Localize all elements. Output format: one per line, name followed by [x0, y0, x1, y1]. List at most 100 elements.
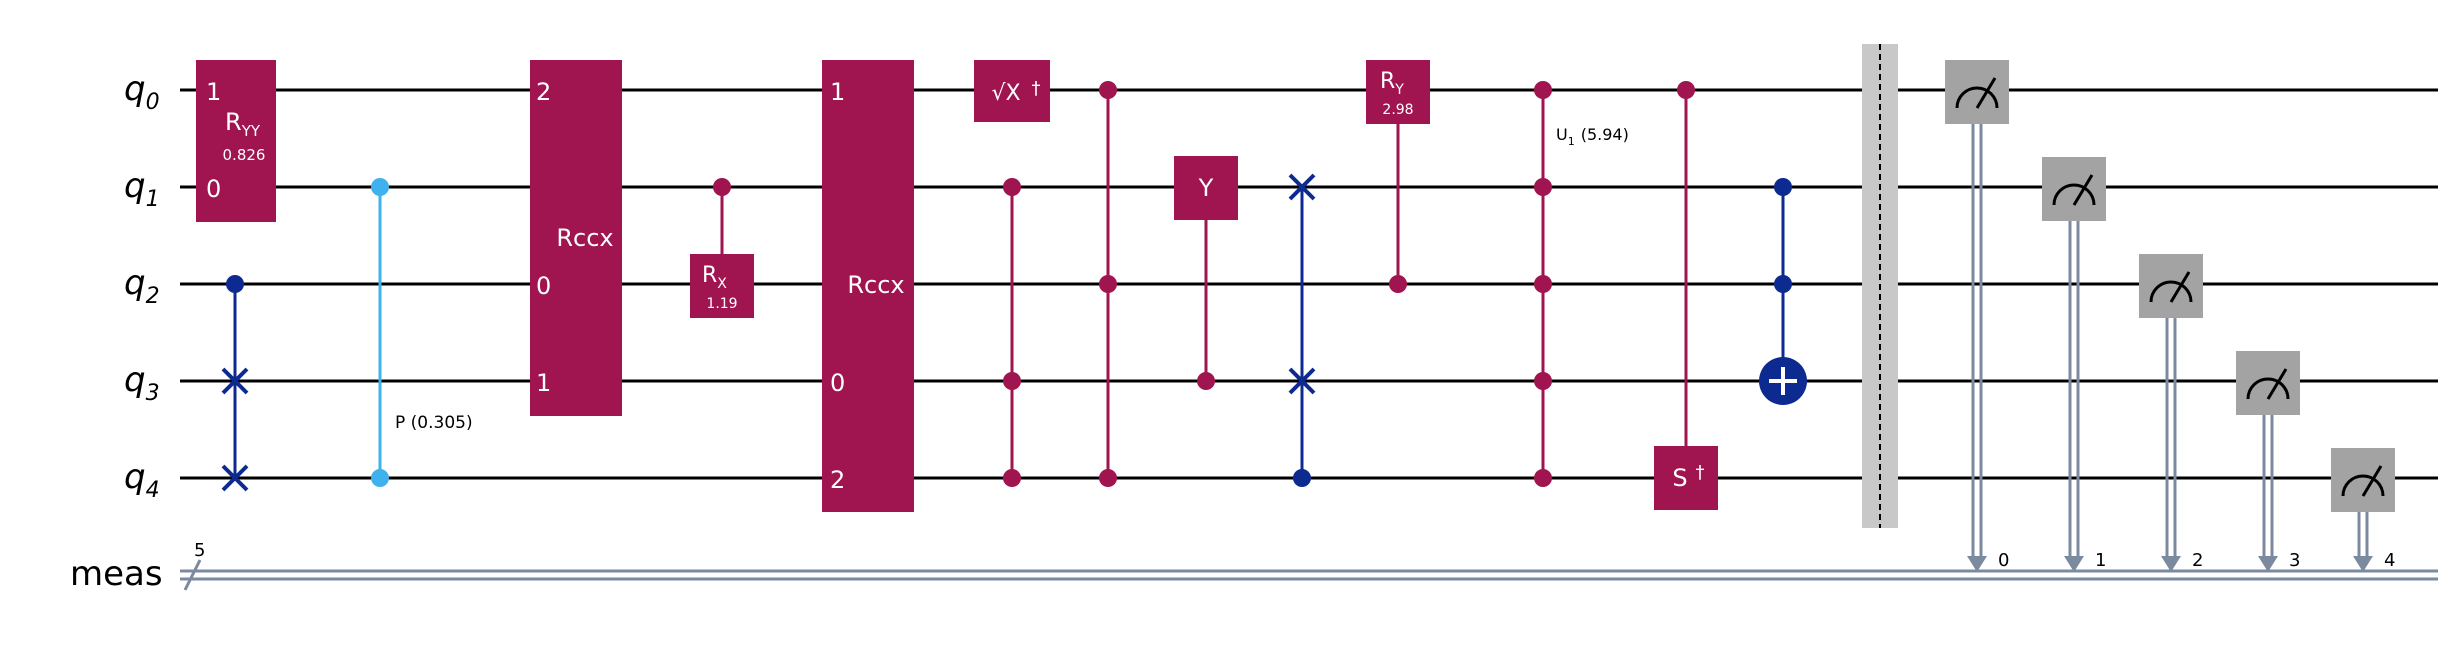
cry-control-dot [1389, 275, 1407, 293]
measure-3[interactable]: 3 [2236, 351, 2300, 572]
measure-3-arrow [2258, 556, 2278, 572]
mcz-dot-q2 [1099, 275, 1117, 293]
mcu1-dot-q0 [1534, 81, 1552, 99]
meter-icon [2149, 280, 2193, 303]
meter-needle-icon [1975, 77, 1997, 109]
ccz-dot-q1 [1003, 178, 1021, 196]
measure-0-arrow [1967, 556, 1987, 572]
ryy-pin-bottom: 0 [206, 175, 221, 203]
cy-label: Y [1198, 174, 1214, 202]
rccx1-pin-q0: 2 [536, 78, 551, 106]
csdg-label: S [1672, 464, 1687, 492]
cphase-gate[interactable]: P (0.305) [371, 178, 473, 487]
qubit-label-3: q3 [124, 360, 160, 406]
meter-needle-icon [2361, 465, 2383, 497]
measure-4-box [2331, 448, 2395, 512]
crx-gate[interactable]: RX 1.19 [690, 178, 754, 318]
ryy-pin-top: 1 [206, 78, 221, 106]
rccx1-pin-q3: 1 [536, 369, 551, 397]
crx-param: 1.19 [706, 296, 737, 312]
meter-icon [2341, 474, 2385, 497]
qubit-label-4: q4 [124, 457, 160, 503]
sxdg-gate[interactable]: √X † [974, 60, 1050, 122]
toffoli-plus [1769, 367, 1797, 395]
cswap-x-q1 [1288, 173, 1316, 201]
mcz-dot-q0 [1099, 81, 1117, 99]
measure-2-box [2139, 254, 2203, 318]
measure-1-arrow [2064, 556, 2084, 572]
cy-box [1174, 156, 1238, 220]
swap-x-q3 [221, 367, 249, 395]
bundle-slash [183, 559, 202, 591]
ccz-dot-q4 [1003, 469, 1021, 487]
ccz-dot-q3 [1003, 372, 1021, 390]
measure-4[interactable]: 4 [2331, 448, 2395, 572]
sxdg-dagger: † [1032, 78, 1041, 99]
toffoli-gate[interactable] [1759, 178, 1807, 405]
cy-control-dot [1197, 372, 1215, 390]
classical-label: meas [70, 554, 163, 594]
swap-control-dot [226, 275, 244, 293]
mcu1-dot-q3 [1534, 372, 1552, 390]
toffoli-dot-q1 [1774, 178, 1792, 196]
cy-gate[interactable]: Y [1174, 156, 1238, 390]
csdg-box [1654, 446, 1718, 510]
csdg-dagger: † [1696, 462, 1705, 483]
mcu1-label: U1(5.94) [1556, 125, 1629, 148]
sxdg-box [974, 60, 1050, 122]
mcu1-dot-q2 [1534, 275, 1552, 293]
rccx2-label: Rccx [847, 271, 904, 299]
measure-0-bit: 0 [1998, 550, 2009, 571]
meter-needle-icon [2169, 271, 2191, 303]
cphase-label: P (0.305) [395, 413, 473, 433]
rccx-gate-2[interactable]: 1 0 2 Rccx [822, 60, 914, 512]
meter-icon [1955, 86, 1999, 109]
toffoli-dot-q2 [1774, 275, 1792, 293]
qubit-label-1: q1 [124, 166, 160, 212]
qubit-label-2: q2 [124, 263, 160, 309]
meter-icon [2052, 183, 2096, 206]
barrier [1862, 44, 1898, 528]
measure-3-box [2236, 351, 2300, 415]
measure-4-bit: 4 [2384, 550, 2395, 571]
ccz-gate[interactable] [1003, 178, 1021, 487]
rccx2-pin-q4: 2 [830, 466, 845, 494]
cry-label: RY [1380, 69, 1404, 98]
swap-gate-q2-q4[interactable] [221, 275, 249, 492]
crx-box [690, 254, 754, 318]
ryy-param: 0.826 [223, 146, 266, 164]
mcu1-gate[interactable]: U1(5.94) [1534, 81, 1629, 487]
rccx2-pin-q0: 1 [830, 78, 845, 106]
measure-0-box [1945, 60, 2009, 124]
mcu1-dot-q4 [1534, 469, 1552, 487]
measure-2[interactable]: 2 [2139, 254, 2203, 572]
swap-x-q4 [221, 464, 249, 492]
mcz-dot-q4 [1099, 469, 1117, 487]
mcu1-dot-q1 [1534, 178, 1552, 196]
qubit-label-0: q0 [124, 69, 160, 115]
classical-register: 5 [180, 540, 2438, 591]
measure-1-bit: 1 [2095, 550, 2106, 571]
measure-2-bit: 2 [2192, 550, 2203, 571]
meter-needle-icon [2072, 174, 2094, 206]
sxdg-label: √X [991, 81, 1020, 106]
meter-needle-icon [2266, 368, 2288, 400]
measure-2-arrow [2161, 556, 2181, 572]
cswap-gate[interactable] [1288, 173, 1316, 487]
rccx2-box [822, 60, 914, 512]
cry-gate[interactable]: RY 2.98 [1366, 60, 1430, 293]
bundle-size: 5 [194, 540, 205, 561]
ryy-gate[interactable]: 1 0 RYY 0.826 [196, 60, 276, 222]
measure-1[interactable]: 1 [2042, 157, 2106, 572]
quantum-wires [180, 88, 2438, 480]
csdg-gate[interactable]: S † [1654, 81, 1718, 510]
cswap-x-q3 [1288, 367, 1316, 395]
meter-icon [2246, 377, 2290, 400]
rccx1-pin-q2: 0 [536, 272, 551, 300]
mcz-gate[interactable] [1099, 81, 1117, 487]
cphase-dot-q1 [371, 178, 389, 196]
measure-0[interactable]: 0 [1945, 60, 2009, 572]
rccx-gate-1[interactable]: 2 0 1 Rccx [530, 60, 622, 416]
crx-label: RX [702, 263, 727, 292]
